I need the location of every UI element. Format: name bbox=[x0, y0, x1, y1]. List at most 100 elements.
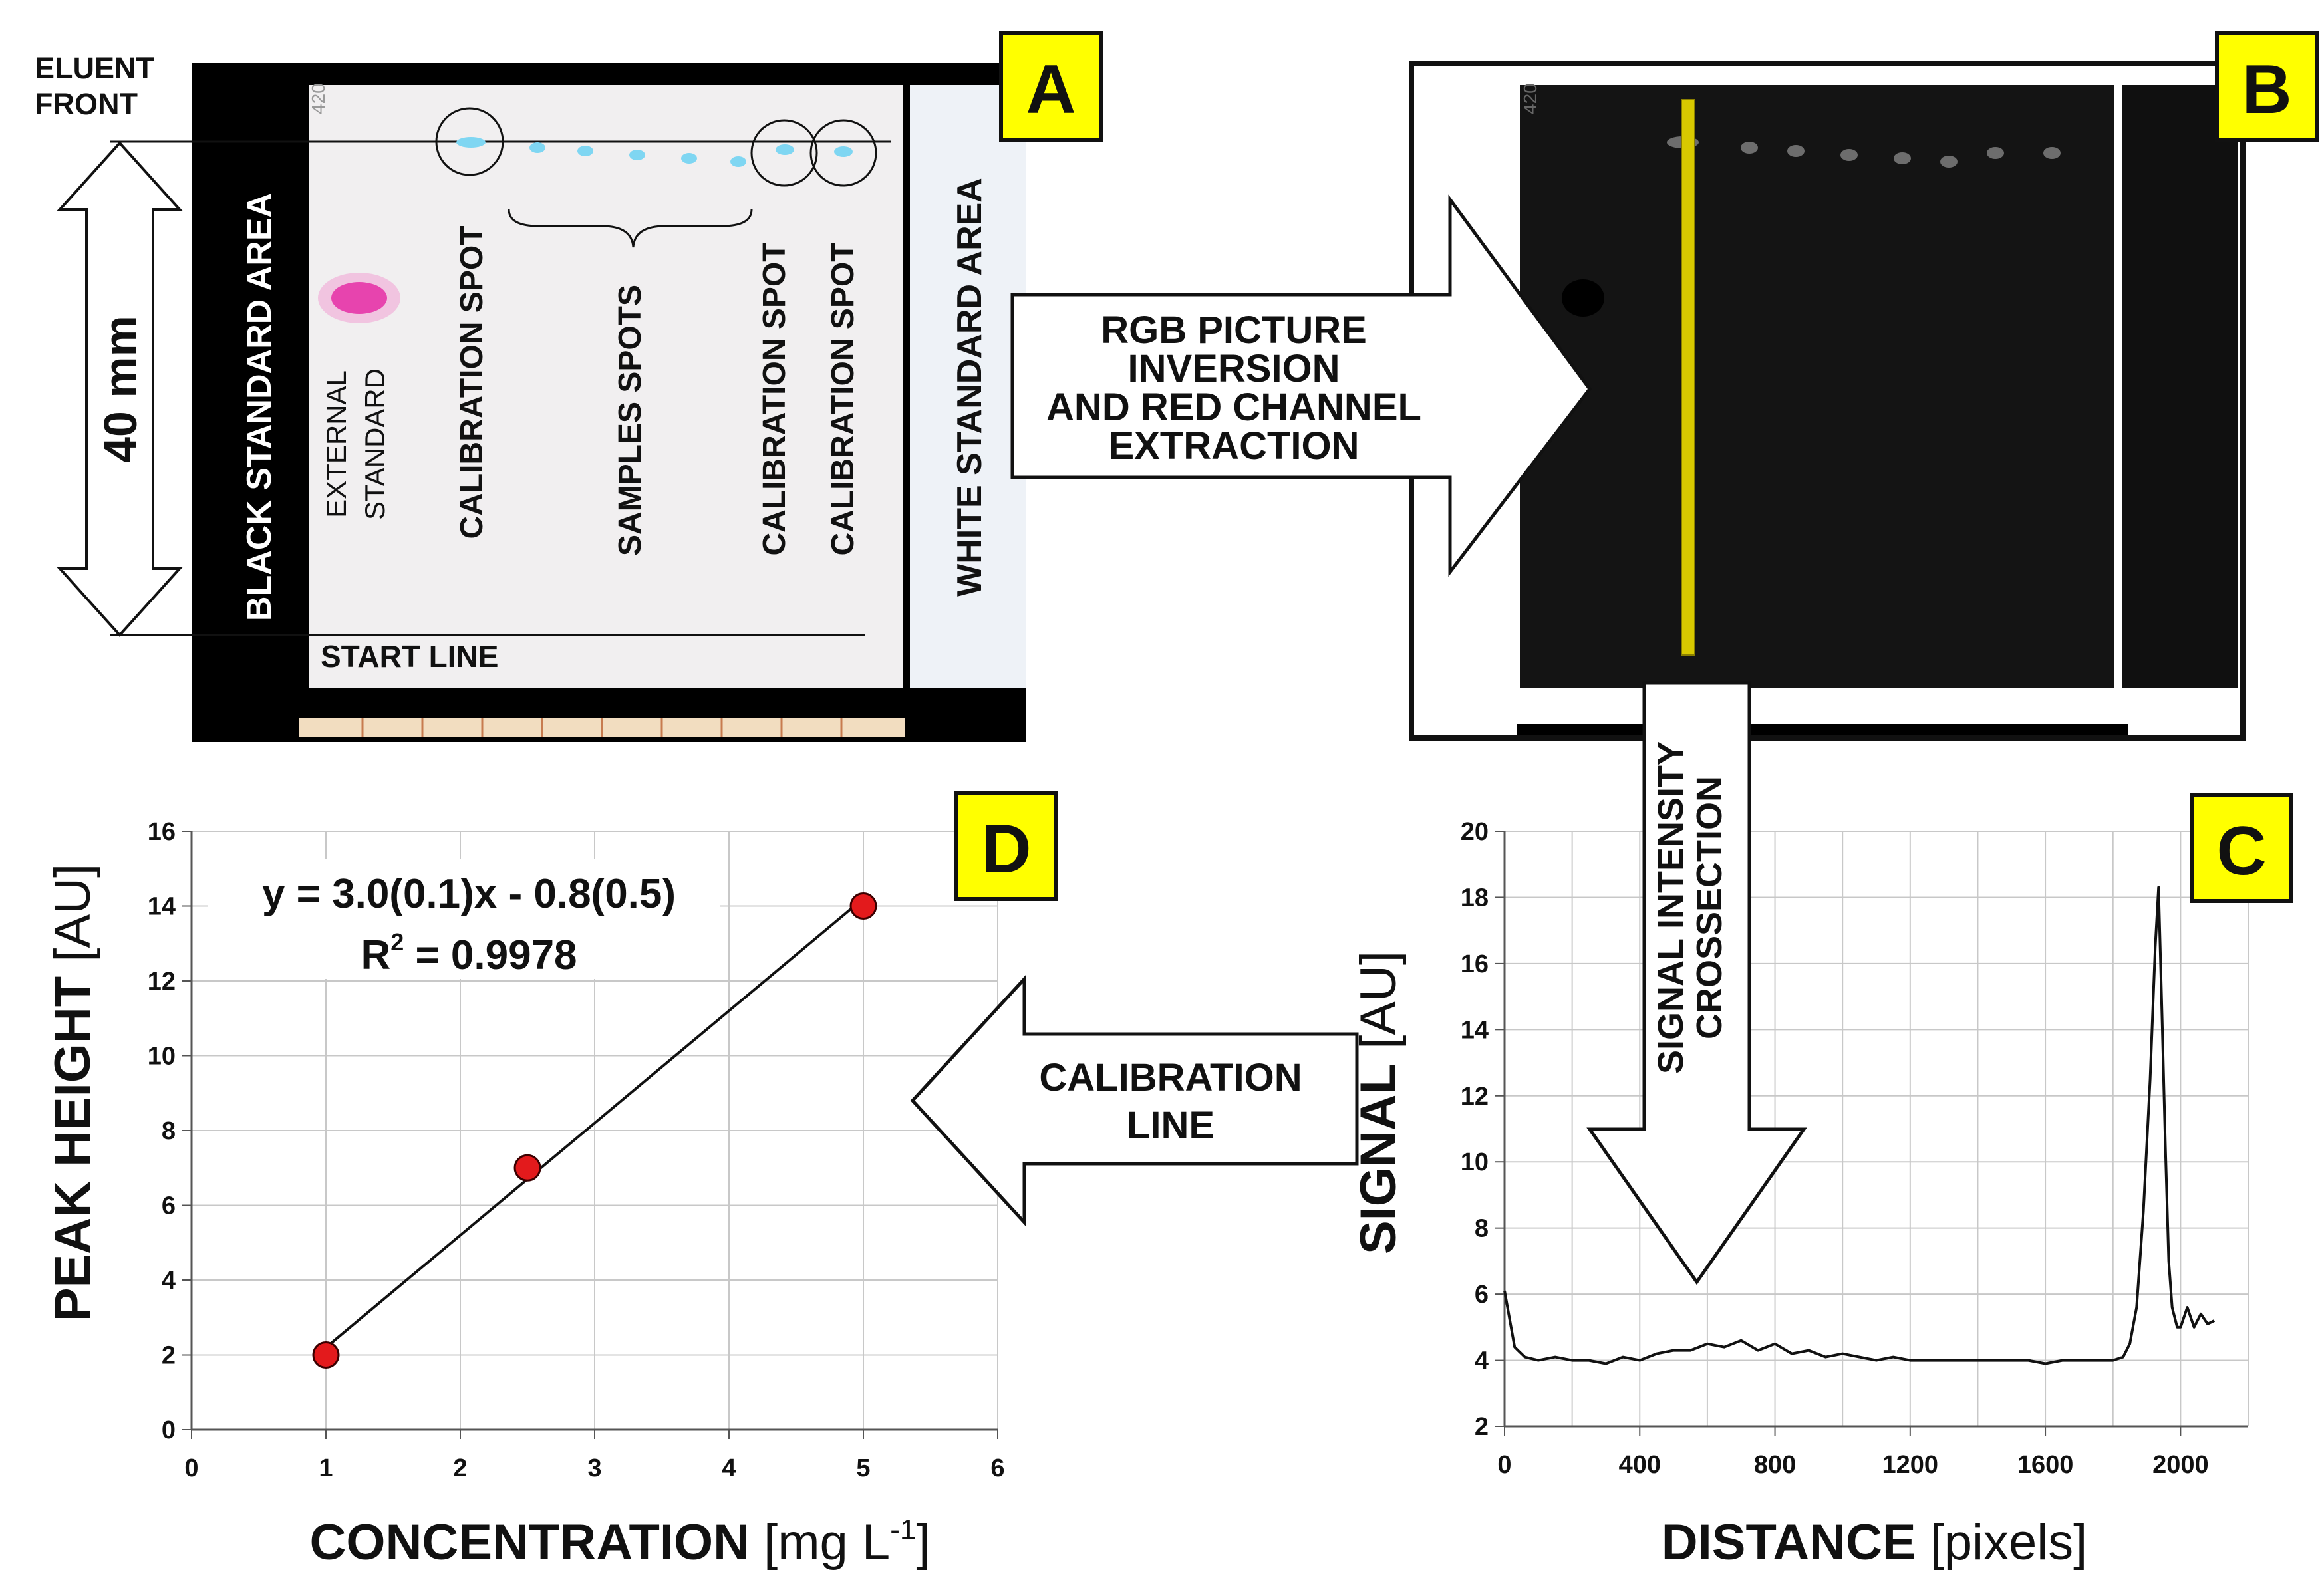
chart-c-xtick-label: 400 bbox=[1619, 1451, 1661, 1479]
r-squared-value: = 0.9978 bbox=[404, 932, 577, 978]
sample-spot bbox=[681, 153, 697, 164]
eluent-front-label-2: FRONT bbox=[35, 87, 138, 121]
black-standard-area-label: BLACK STANDARD AREA bbox=[240, 193, 279, 621]
r-squared-sup: 2 bbox=[390, 928, 404, 956]
inversion-arrow: RGB PICTURE INVERSION AND RED CHANNEL EX… bbox=[1010, 194, 1592, 577]
external-standard-label-1: EXTERNAL bbox=[321, 370, 352, 518]
chart-d-xlabel-sup: -1 bbox=[890, 1514, 916, 1546]
inversion-text-2: INVERSION bbox=[1127, 347, 1340, 390]
badge-d bbox=[954, 791, 1058, 901]
scan-column bbox=[1681, 99, 1695, 656]
chart-d-ytick-label: 8 bbox=[162, 1117, 176, 1145]
regression-equation: y = 3.0(0.1)x - 0.8(0.5) bbox=[262, 871, 676, 917]
chart-c-ytick-label: 2 bbox=[1475, 1413, 1489, 1441]
equation-box bbox=[208, 859, 720, 979]
chart-d-xlabel-main: CONCENTRATION bbox=[310, 1514, 750, 1571]
chart-c-ytick-label: 12 bbox=[1461, 1083, 1489, 1111]
inversion-text-1: RGB PICTURE bbox=[1101, 309, 1367, 352]
calibration-spot-2 bbox=[776, 144, 794, 155]
plate-mark-b: 420 bbox=[1520, 83, 1540, 114]
white-standard-strip bbox=[910, 85, 1026, 688]
badge-a bbox=[999, 31, 1103, 142]
chart-d-xtick-label: 1 bbox=[319, 1454, 333, 1482]
samples-spots-label: SAMPLES SPOTS bbox=[613, 285, 648, 556]
badge-b-letter: B bbox=[2242, 51, 2291, 128]
chart-d-ylabel: PEAK HEIGHT [AU] bbox=[45, 864, 101, 1321]
tlc-spots bbox=[456, 137, 853, 167]
sample-spot bbox=[529, 142, 545, 153]
chart-d-xtick-label: 3 bbox=[587, 1454, 601, 1482]
chart-d-ytick-label: 0 bbox=[162, 1416, 176, 1444]
chart-d-point bbox=[312, 1341, 340, 1369]
chart-c-xtick-label: 0 bbox=[1497, 1451, 1511, 1479]
chart-d-ylabel-main: PEAK HEIGHT bbox=[45, 976, 101, 1321]
chart-c-axes bbox=[1495, 831, 2248, 1436]
badge-c bbox=[2190, 793, 2293, 903]
eluent-front-label-1: ELUENT bbox=[35, 51, 154, 85]
chart-c-ytick-label: 14 bbox=[1461, 1016, 1489, 1044]
calibration-arrow-text-1: CALIBRATION bbox=[1039, 1056, 1302, 1099]
chart-d-point bbox=[849, 892, 877, 920]
badge-b bbox=[2215, 31, 2319, 142]
calibration-arrow-shape bbox=[910, 974, 1359, 1227]
chart-d-ytick-label: 12 bbox=[148, 968, 176, 996]
inversion-text-3: AND RED CHANNEL bbox=[1046, 386, 1421, 429]
chart-c-ytick-label: 6 bbox=[1475, 1281, 1489, 1309]
chart-d-ytick-label: 6 bbox=[162, 1192, 176, 1220]
inversion-text-4: EXTRACTION bbox=[1109, 424, 1360, 467]
chart-c-xtick-label: 1600 bbox=[2017, 1451, 2074, 1479]
calibration-spot-label-2: CALIBRATION SPOT bbox=[757, 242, 792, 555]
chart-c-signal-line bbox=[1503, 886, 2216, 1365]
chart-c-xtick-label: 1200 bbox=[1882, 1451, 1939, 1479]
white-standard-area-label: WHITE STANDARD AREA bbox=[950, 178, 989, 597]
calibration-spot-3 bbox=[834, 146, 853, 157]
chart-d-point bbox=[513, 1154, 541, 1182]
chart-d-xtick-label: 2 bbox=[453, 1454, 467, 1482]
chart-d-axes bbox=[182, 831, 998, 1439]
chart-c-xlabel: DISTANCE [pixels] bbox=[1662, 1514, 2087, 1571]
external-standard-label-2: STANDARD bbox=[359, 368, 390, 520]
chart-c-xtick-label: 2000 bbox=[2152, 1451, 2209, 1479]
chart-d-ytick-label: 10 bbox=[148, 1043, 176, 1071]
chart-c-xlabel-unit: [pixels] bbox=[1916, 1514, 2088, 1571]
chart-d-fit-line bbox=[325, 897, 865, 1349]
chart-c-ytick-label: 10 bbox=[1461, 1148, 1489, 1176]
chart-d-xtick-label: 5 bbox=[856, 1454, 870, 1482]
start-line-label: START LINE bbox=[321, 639, 498, 674]
sample-spot bbox=[577, 146, 593, 156]
crossection-text-1: SIGNAL INTENSITY bbox=[1651, 741, 1691, 1074]
sample-spot bbox=[629, 150, 645, 160]
inversion-arrow-shape bbox=[1010, 194, 1592, 577]
r-squared-label: R2 = 0.9978 bbox=[361, 928, 577, 978]
chart-d-fit bbox=[325, 897, 865, 1349]
samples-brace bbox=[508, 209, 753, 248]
badge-c-letter: C bbox=[2216, 813, 2266, 890]
ruler-ticks bbox=[361, 718, 843, 737]
calibration-spot-label-1: CALIBRATION SPOT bbox=[454, 225, 490, 539]
external-standard-halo bbox=[318, 273, 400, 323]
spot-circles bbox=[435, 107, 877, 187]
panel-a: 420 40 mm ELUENT FRONT BLACK STANDARD AR… bbox=[35, 31, 1103, 742]
distance-label: 40 mm bbox=[94, 315, 146, 463]
crossection-text-2: CROSSECTION bbox=[1689, 776, 1729, 1039]
badge-d-letter: D bbox=[981, 811, 1031, 888]
chart-c-ytick-label: 4 bbox=[1475, 1347, 1489, 1375]
calibration-arrow-text-2: LINE bbox=[1127, 1104, 1215, 1147]
tlc-plate bbox=[309, 85, 903, 688]
badge-a-letter: A bbox=[1026, 51, 1076, 128]
chart-c-ylabel-unit: [AU] bbox=[1350, 951, 1407, 1063]
chart-d-xlabel-close: ] bbox=[916, 1514, 930, 1571]
external-standard-spot bbox=[331, 282, 387, 314]
chart-d-xlabel: CONCENTRATION [mg L-1] bbox=[310, 1514, 931, 1571]
inverted-ruler bbox=[1517, 724, 2128, 735]
chart-c-xlabel-main: DISTANCE bbox=[1662, 1514, 1916, 1571]
chart-d-xtick-label: 0 bbox=[184, 1454, 198, 1482]
inverted-white-area bbox=[2122, 85, 2238, 688]
chart-d-ytick-label: 16 bbox=[148, 818, 176, 846]
chart-c-ylabel-main: SIGNAL bbox=[1350, 1063, 1407, 1254]
